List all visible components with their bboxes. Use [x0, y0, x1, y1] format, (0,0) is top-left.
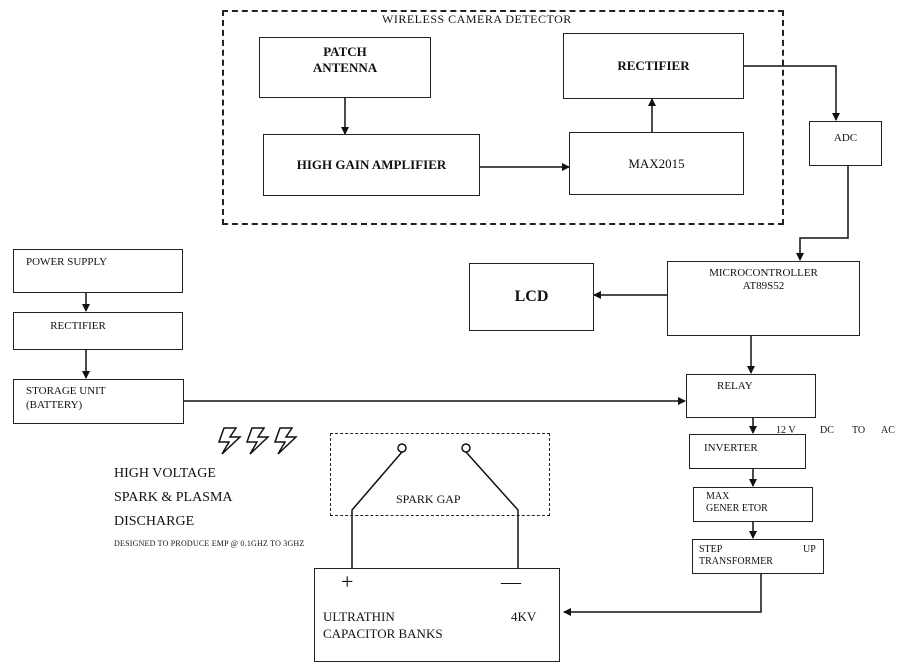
- storage-unit-box: STORAGE UNIT (BATTERY): [13, 379, 184, 424]
- microcontroller-label-2: AT89S52: [742, 280, 785, 292]
- amplifier-label: HIGH GAIN AMPLIFIER: [296, 157, 447, 172]
- step-up-transformer-box: STEP UP TRANSFORMER: [692, 539, 824, 574]
- lcd-label: LCD: [514, 288, 549, 305]
- arrow-adc-to-microcontroller: [796, 166, 849, 261]
- arrow-transformer-to-capacitor: [563, 574, 762, 616]
- relay-box: RELAY: [686, 374, 816, 418]
- spark-gap-enclosure: [330, 433, 550, 516]
- storage-unit-label-1: STORAGE UNIT: [26, 385, 106, 397]
- microcontroller-box: MICROCONTROLLER AT89S52: [667, 261, 860, 336]
- power-rectifier-box: RECTIFIER: [13, 312, 183, 350]
- capacitor-label-banks: CAPACITOR BANKS: [323, 626, 443, 641]
- max2015-box: MAX2015: [569, 132, 744, 195]
- inverter-box: INVERTER: [689, 434, 806, 469]
- detector-rectifier-box: RECTIFIER: [563, 33, 744, 99]
- spark-electrode-left: [397, 443, 407, 453]
- discharge-line-2: SPARK & PLASMA: [114, 490, 233, 505]
- power-supply-box: POWER SUPPLY: [13, 249, 183, 293]
- inverter-label: INVERTER: [704, 442, 758, 454]
- detector-rectifier-label: RECTIFIER: [617, 58, 690, 73]
- patch-antenna-label-1: PATCH: [323, 44, 367, 59]
- adc-box: ADC: [809, 121, 882, 166]
- spark-wire-right: [465, 451, 519, 568]
- spark-wire-left: [351, 451, 403, 568]
- step-up-label-up: UP: [803, 544, 816, 555]
- discharge-line-3: DISCHARGE: [114, 514, 195, 529]
- max-generator-label-2: GENER ETOR: [706, 503, 768, 514]
- step-up-label-step: STEP: [699, 544, 723, 555]
- discharge-line-1: HIGH VOLTAGE: [114, 466, 216, 481]
- wireless-camera-detector-group: [222, 10, 784, 225]
- adc-label: ADC: [833, 132, 858, 144]
- spark-electrode-right: [461, 443, 471, 453]
- power-supply-label: POWER SUPPLY: [26, 256, 108, 268]
- capacitor-bank-box: + — ULTRATHIN 4KV CAPACITOR BANKS: [314, 568, 560, 662]
- spark-gap-label: SPARK GAP: [396, 492, 461, 506]
- dc-ac-voltage: 12 V: [776, 425, 796, 436]
- dc-ac-dc: DC: [820, 425, 834, 436]
- lcd-box: LCD: [469, 263, 594, 331]
- arrow-rectifier-to-adc: [744, 65, 840, 121]
- patch-antenna-box: PATCH ANTENNA: [259, 37, 431, 98]
- capacitor-minus: —: [501, 571, 521, 593]
- detector-title: WIRELESS CAMERA DETECTOR: [382, 12, 572, 26]
- high-gain-amplifier-box: HIGH GAIN AMPLIFIER: [263, 134, 480, 196]
- lightning-bolt-icon: [217, 427, 298, 455]
- max-generator-box: MAX GENER ETOR: [693, 487, 813, 522]
- storage-unit-label-2: (BATTERY): [26, 399, 83, 411]
- max-generator-label-1: MAX: [706, 491, 730, 502]
- max2015-label: MAX2015: [628, 156, 685, 171]
- microcontroller-label-1: MICROCONTROLLER: [709, 267, 818, 279]
- capacitor-label-ultrathin: ULTRATHIN: [323, 609, 395, 624]
- capacitor-label-4kv: 4KV: [511, 609, 537, 624]
- capacitor-plus: +: [341, 569, 354, 594]
- discharge-note: DESIGNED TO PRODUCE EMP @ 0.1GHZ TO 3GHZ: [114, 539, 305, 548]
- dc-ac-ac: AC: [881, 425, 895, 436]
- dc-ac-to: TO: [852, 425, 866, 436]
- power-rectifier-label: RECTIFIER: [50, 320, 106, 332]
- relay-label: RELAY: [717, 380, 753, 392]
- patch-antenna-label-2: ANTENNA: [312, 60, 378, 75]
- step-up-label-transformer: TRANSFORMER: [699, 556, 773, 567]
